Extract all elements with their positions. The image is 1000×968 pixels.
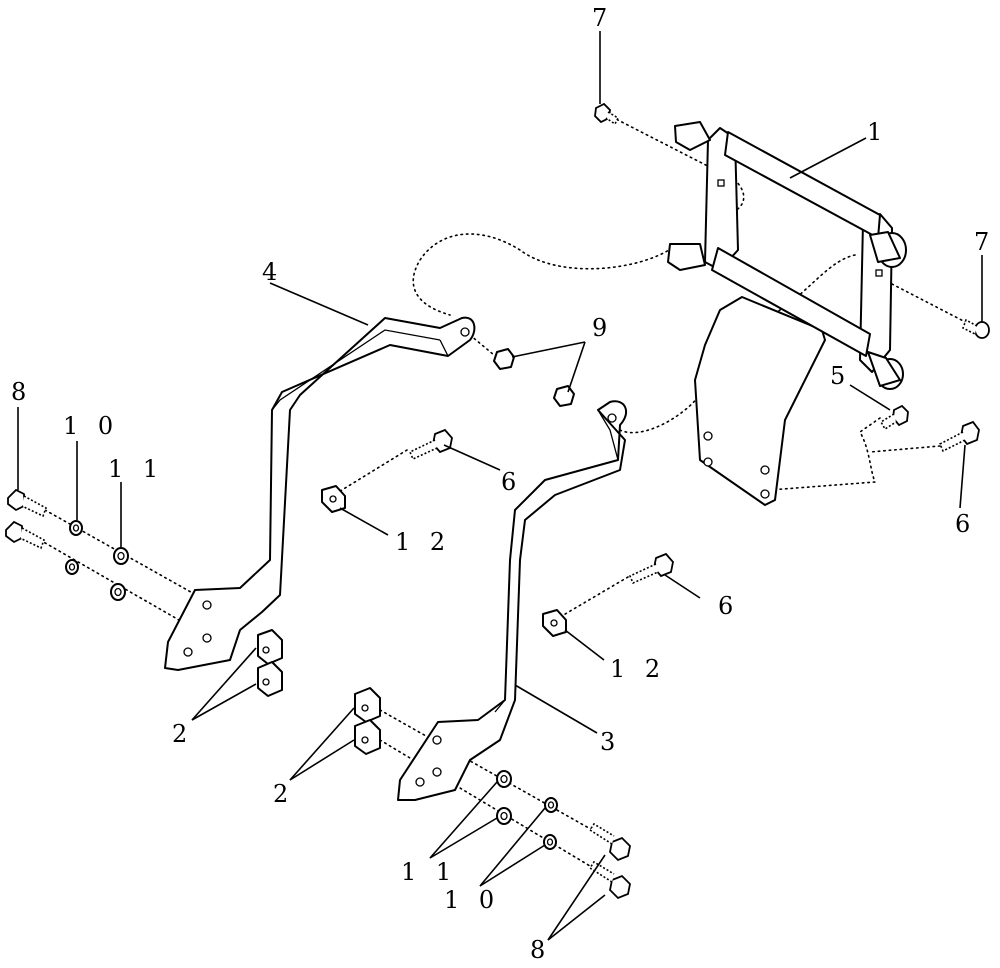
callout-9: 9 — [592, 314, 613, 342]
callout-7-top: 7 — [592, 4, 613, 32]
tube-stub-top-left — [674, 121, 711, 151]
right-strap — [397, 400, 628, 801]
nuts — [493, 348, 575, 407]
callout-11-bottom: 1 1 — [401, 858, 457, 886]
square-washers — [321, 485, 567, 637]
callout-12-lower: 1 2 — [610, 655, 666, 683]
callout-1: 1 — [867, 118, 888, 146]
frame-assembly — [667, 121, 907, 506]
callout-8-bottom: 8 — [530, 936, 551, 964]
washers — [65, 520, 558, 850]
callout-6-lower: 6 — [718, 592, 739, 620]
leader-lines — [17, 31, 983, 941]
bottom-tube — [711, 247, 871, 357]
callout-12-upper: 1 2 — [395, 528, 451, 556]
callout-5: 5 — [830, 362, 851, 390]
top-tube — [724, 131, 881, 239]
callout-11-left: 1 1 — [108, 455, 164, 483]
callout-4: 4 — [262, 258, 283, 286]
callout-10-left: 1 0 — [63, 412, 119, 440]
callout-2-right: 2 — [273, 780, 294, 808]
callout-2-left: 2 — [172, 720, 193, 748]
spacer-blocks — [257, 629, 381, 755]
callout-8-left: 8 — [11, 378, 32, 406]
tube-stub-left — [667, 243, 706, 271]
callout-6-middle: 6 — [501, 468, 522, 496]
left-strap — [164, 316, 476, 671]
callout-6-right: 6 — [955, 510, 976, 538]
bolts — [5, 102, 990, 900]
assembly-lines — [39, 116, 976, 879]
callout-labels: 1 7 7 4 9 5 6 6 6 1 2 1 2 3 8 1 0 1 1 2 … — [11, 4, 995, 964]
bracket-plate — [694, 296, 826, 506]
callout-10-bottom: 1 0 — [444, 886, 500, 914]
callout-7-right: 7 — [974, 228, 995, 256]
callout-3: 3 — [600, 728, 621, 756]
